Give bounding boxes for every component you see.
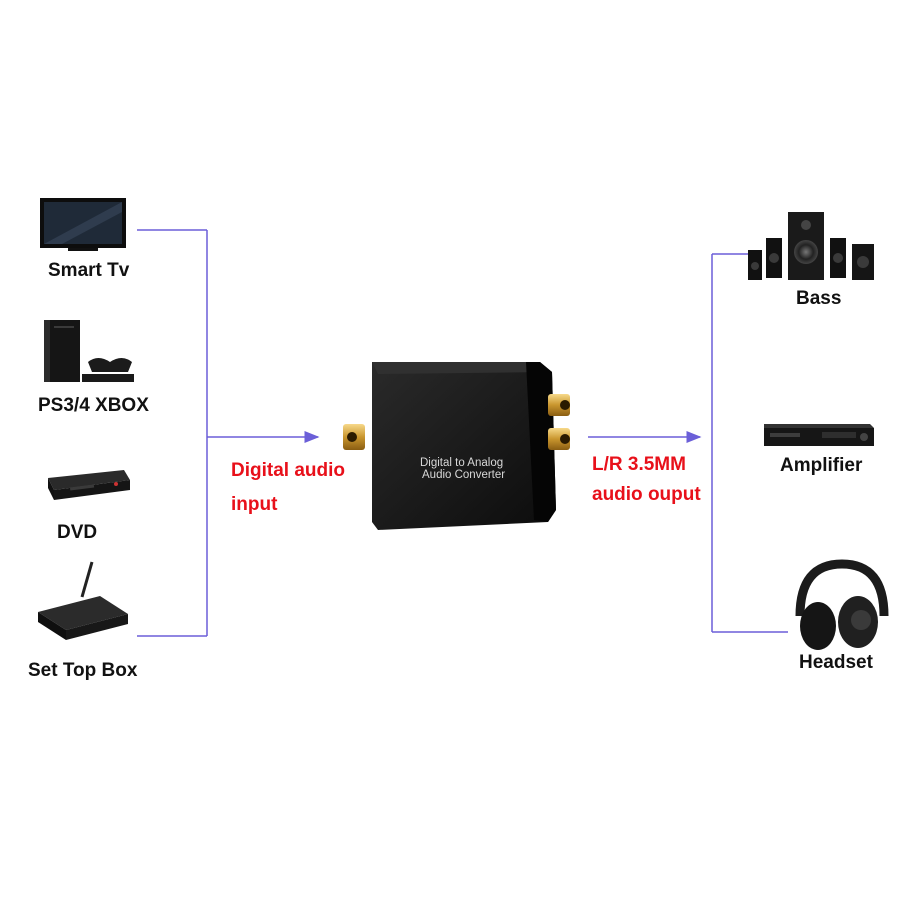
headphones-icon [795, 559, 889, 650]
set-top-box-icon [38, 561, 128, 640]
output-label-headset: Headset [799, 652, 873, 673]
rca-output-jacks [548, 394, 570, 450]
output-label-line1: L/R 3.5MM [592, 454, 686, 475]
source-label-set-top-box: Set Top Box [28, 660, 138, 681]
optical-input-jack [343, 424, 365, 450]
converter-label-line2: Audio Converter [422, 469, 505, 481]
input-label-line1: Digital audio [231, 460, 345, 481]
input-label-line2: input [231, 494, 278, 515]
source-label-dvd: DVD [57, 522, 98, 543]
output-connector-lines [588, 253, 788, 633]
source-label-console: PS3/4 XBOX [38, 395, 149, 416]
tv-icon [40, 198, 126, 251]
output-label-bass: Bass [796, 288, 842, 309]
dvd-player-icon [48, 470, 130, 500]
output-label-line2: audio ouput [592, 484, 701, 505]
output-label-amplifier: Amplifier [780, 455, 863, 476]
converter-device: Digital to Analog Audio Converter [372, 362, 556, 530]
converter-label-line1: Digital to Analog [420, 457, 503, 469]
input-connector-lines [137, 229, 320, 637]
source-label-smart-tv: Smart Tv [48, 260, 130, 281]
game-console-icon [44, 320, 134, 382]
amplifier-icon [764, 424, 874, 446]
speaker-system-icon [748, 212, 874, 280]
